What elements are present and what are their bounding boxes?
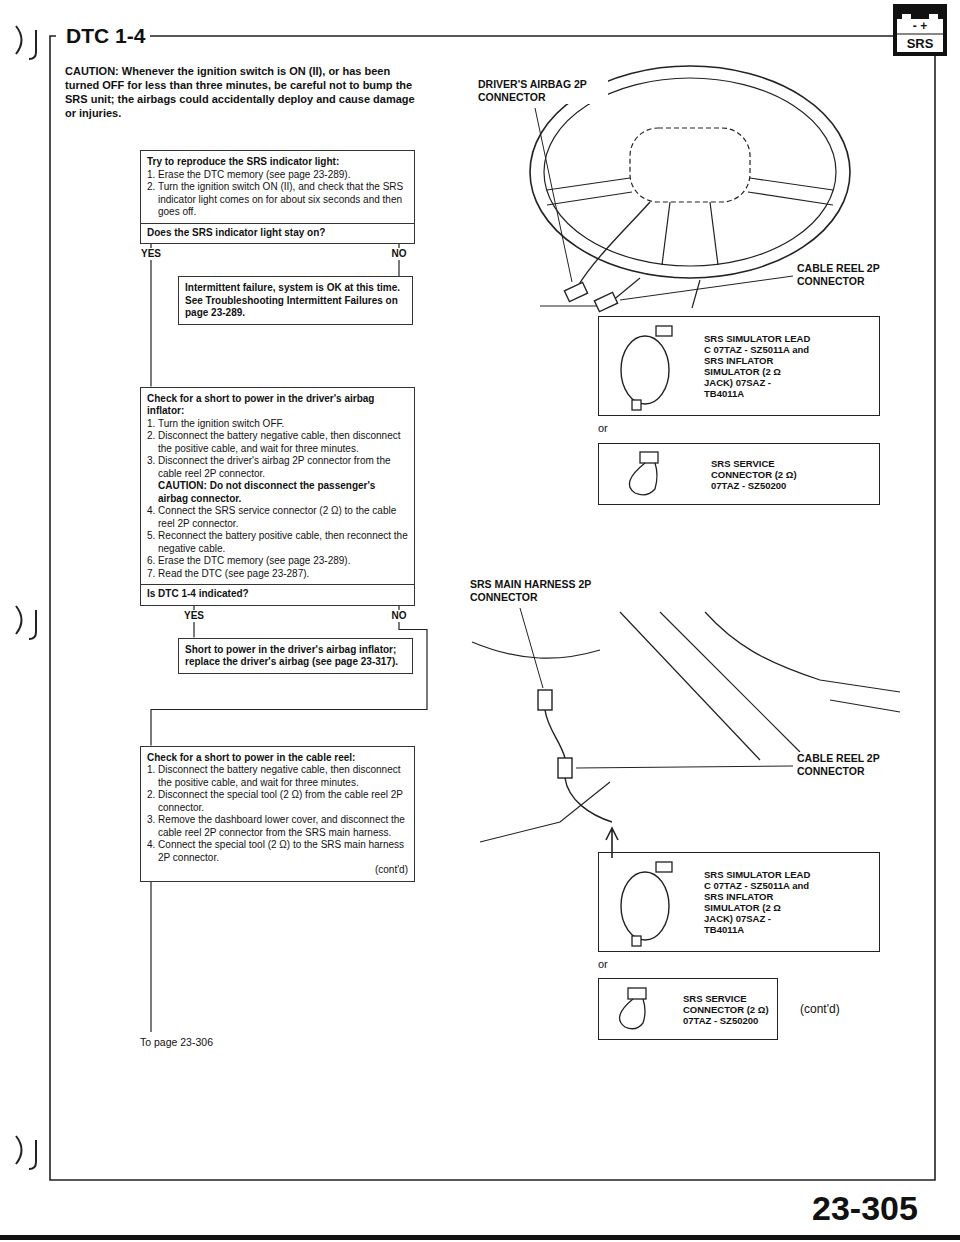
box-heading: Short to power in the driver's airbag in… [185,644,406,669]
box-text: 7. Read the DTC (see page 23-287). [147,568,408,581]
branch-label: NO [390,248,409,260]
step-box: Check for a short to power in the driver… [140,387,415,606]
srs-icon [893,4,947,56]
wheel-spokes [547,178,833,265]
question-text: Is DTC 1-4 indicated? [141,584,414,601]
box-text: 1. Turn the ignition switch OFF. [147,418,408,431]
step-box: Short to power in the driver's airbag in… [178,638,413,674]
step-box: Intermittent failure, system is OK at th… [178,276,413,325]
part-label: CABLE REEL 2P CONNECTOR [797,262,909,288]
tool-box: SRS SIMULATOR LEAD C 07TAZ - SZ5011A and… [598,316,880,416]
box-text: 3. Disconnect the driver's airbag 2P con… [147,455,408,480]
box-text: SRS SIMULATOR LEAD C 07TAZ - SZ5011A and… [704,869,812,935]
service-connector [640,452,658,463]
step-box: Try to reproduce the SRS indicator light… [140,150,415,244]
leader-line [520,608,543,688]
box-text: CAUTION: Do not disconnect the passenger… [147,480,408,505]
page-title: DTC 1-4 [62,23,149,49]
battery-tab [929,14,938,19]
cable-reel-connector [594,292,617,311]
leader-line [620,276,793,300]
box-text: 1. Disconnect the battery negative cable… [147,764,408,789]
box-heading: Check for a short to power in the cable … [147,752,408,765]
page-frame [50,36,935,1180]
leader-line [535,108,572,282]
part-label: CABLE REEL 2P CONNECTOR [797,752,909,778]
caution-note: CAUTION: Whenever the ignition switch is… [65,64,420,120]
service-connector-loop [620,999,645,1029]
step-box: Check for a short to power in the cable … [140,746,415,882]
icon-divider [897,34,943,35]
bottom-bar [0,1235,960,1240]
icon-label: SRS [897,36,943,51]
simulator-lead [621,872,669,940]
page-number: 23-305 [812,1188,918,1228]
battery-terminals: - + [897,19,943,33]
or-note: or [598,958,608,971]
box-text: SRS SERVICE CONNECTOR (2 Ω) 07TAZ - SZ50… [711,458,821,491]
flow-connector [150,244,151,387]
box-text: 6. Erase the DTC memory (see page 23-289… [147,555,408,568]
simulator-connector [656,326,672,336]
simulator-jack [632,400,641,410]
flow-connector [151,606,427,746]
airbag-connector [564,282,587,301]
box-heading: Try to reproduce the SRS indicator light… [147,156,408,169]
part-label: SRS MAIN HARNESS 2P CONNECTOR [470,578,595,604]
simulator-jack [632,936,641,946]
box-heading: Check for a short to power in the driver… [147,393,408,418]
box-text: 3. Remove the dashboard lower cover, and… [147,814,408,839]
tool-box: SRS SERVICE CONNECTOR (2 Ω) 07TAZ - SZ50… [598,443,880,505]
branch-label: YES [182,610,206,622]
box-text: SRS SIMULATOR LEAD C 07TAZ - SZ5011A and… [704,333,812,399]
simulator-lead [621,336,669,404]
battery-tab [902,14,911,19]
airbag-module [630,128,750,202]
box-text: SRS SERVICE CONNECTOR (2 Ω) 07TAZ - SZ50… [683,993,775,1026]
steering-column [540,278,700,308]
box-text: 2. Turn the ignition switch ON (II), and… [147,181,408,219]
box-text: 1. Erase the DTC memory (see page 23-289… [147,169,408,182]
tool-box: SRS SIMULATOR LEAD C 07TAZ - SZ5011A and… [598,852,880,952]
simulator-connector [656,862,672,872]
box-text: 2. Disconnect the battery negative cable… [147,430,408,455]
branch-label: YES [139,248,163,260]
binder-mark [16,26,36,59]
box-text: 4. Connect the SRS service connector (2 … [147,505,408,530]
harness-wire [545,710,612,822]
airbag-wire [578,202,650,286]
tool-box: SRS SERVICE CONNECTOR (2 Ω) 07TAZ - SZ50… [598,978,778,1040]
question-text: Does the SRS indicator light stay on? [141,223,414,240]
dashboard [472,612,900,842]
arrow-up [606,828,618,858]
box-heading: Intermittent failure, system is OK at th… [185,282,406,320]
service-connector-loop [629,463,657,495]
part-label: DRIVER'S AIRBAG 2P CONNECTOR [478,78,608,104]
page-reference: To page 23-306 [140,1036,213,1049]
binder-mark [16,1136,36,1169]
or-note: or [598,422,608,435]
cable-reel-connector [558,758,572,778]
continued-note: (cont'd) [800,1002,840,1016]
box-text: 4. Connect the special tool (2 Ω) to the… [147,839,408,864]
main-harness-connector [538,690,552,710]
branch-label: NO [390,610,409,622]
binder-mark [16,606,36,639]
box-text: 2. Disconnect the special tool (2 Ω) fro… [147,789,408,814]
service-connector [628,988,646,999]
box-text: 5. Reconnect the battery positive cable,… [147,530,408,555]
srs-icon-panel [897,19,943,52]
leader-line [576,766,793,768]
steering-wheel-rim [544,78,836,266]
continuation-line [150,882,151,1033]
box-text: (cont'd) [147,864,408,877]
